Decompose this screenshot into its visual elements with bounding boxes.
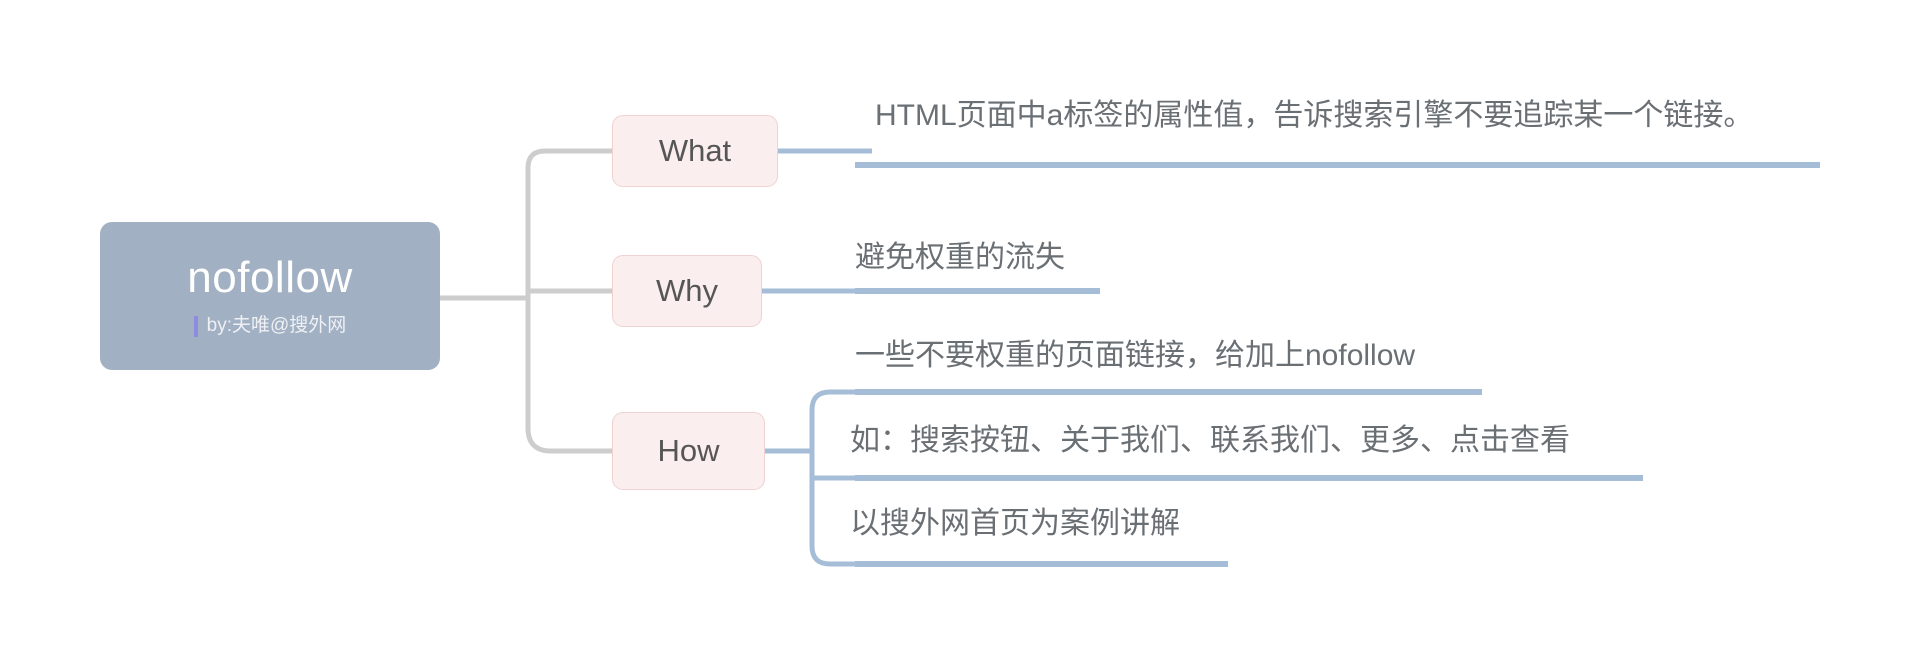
branch-node-why[interactable]: Why [612, 255, 762, 327]
root-node[interactable]: nofollow by:夫唯@搜外网 [100, 222, 440, 370]
byline-text: by:夫唯@搜外网 [206, 314, 347, 336]
leaf-why-1[interactable]: 避免权重的流失 [855, 241, 1065, 274]
leaf-how-2[interactable]: 如：搜索按钮、关于我们、联系我们、更多、点击查看 [850, 424, 1570, 457]
leaf-how-1[interactable]: 一些不要权重的页面链接，给加上nofollow [855, 339, 1416, 372]
branch-node-what[interactable]: What [612, 115, 778, 187]
root-node-byline: by:夫唯@搜外网 [193, 314, 347, 338]
branch-node-what-label: What [658, 133, 732, 168]
leaf-how-3[interactable]: 以搜外网首页为案例讲解 [850, 507, 1180, 540]
branch-node-why-label: Why [656, 273, 718, 308]
byline-accent-bar [193, 315, 198, 337]
root-node-title: nofollow [187, 253, 353, 303]
branch-node-how-label: How [657, 433, 720, 468]
branch-node-how[interactable]: How [612, 412, 765, 490]
leaf-what-1[interactable]: HTML页面中a标签的属性值，告诉搜索引擎不要追踪某一个链接。 [875, 99, 1754, 132]
